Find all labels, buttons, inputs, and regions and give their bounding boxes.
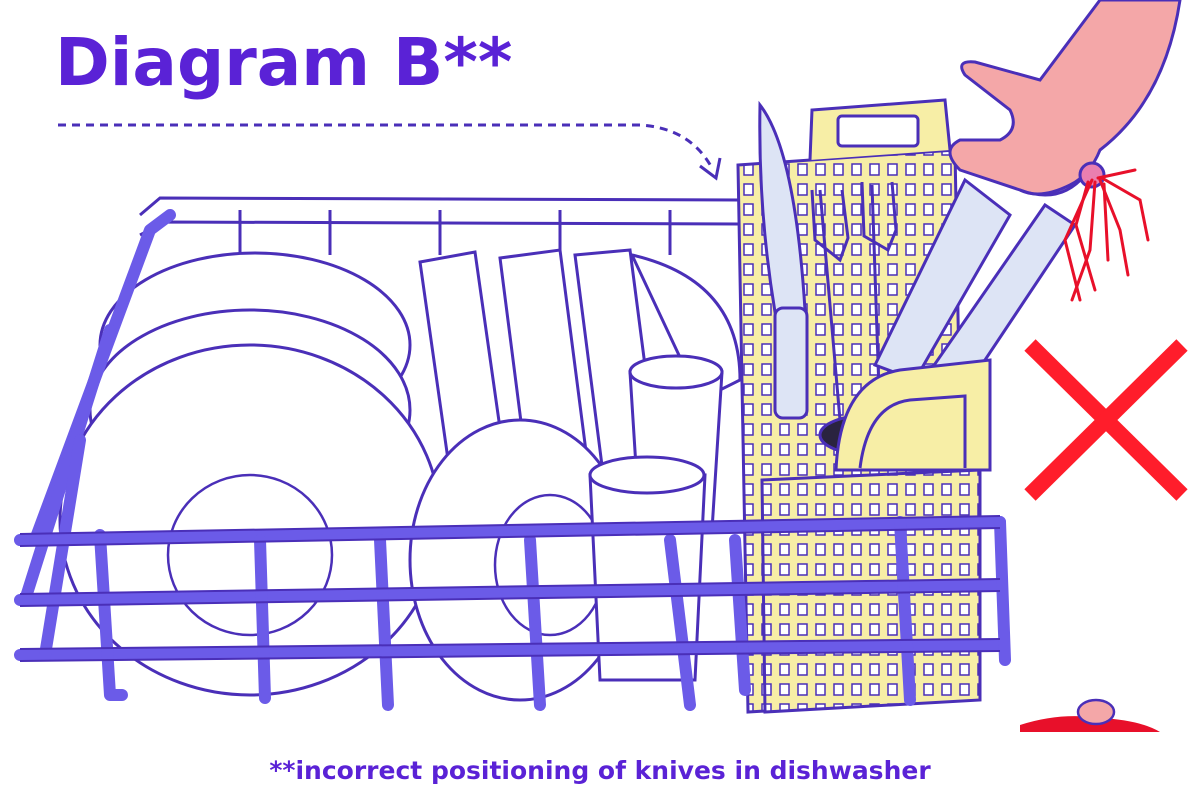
dish-rack-outline: [19, 515, 1001, 662]
dish-rack-back: [139, 196, 742, 255]
red-cross-icon: [1024, 339, 1188, 501]
blood-splash: [1063, 168, 1150, 302]
pointer-arrow: [58, 123, 722, 181]
diagram-caption: **incorrect positioning of knives in dis…: [269, 756, 931, 785]
diagram-title: Diagram B**: [55, 24, 513, 101]
injured-fingertip: [1078, 161, 1106, 189]
severed-fingertip: [1020, 698, 1160, 732]
hand: [948, 0, 1182, 197]
dish-rack-front: [14, 209, 1011, 711]
plates: [58, 251, 442, 697]
knife-handle: [773, 306, 809, 420]
